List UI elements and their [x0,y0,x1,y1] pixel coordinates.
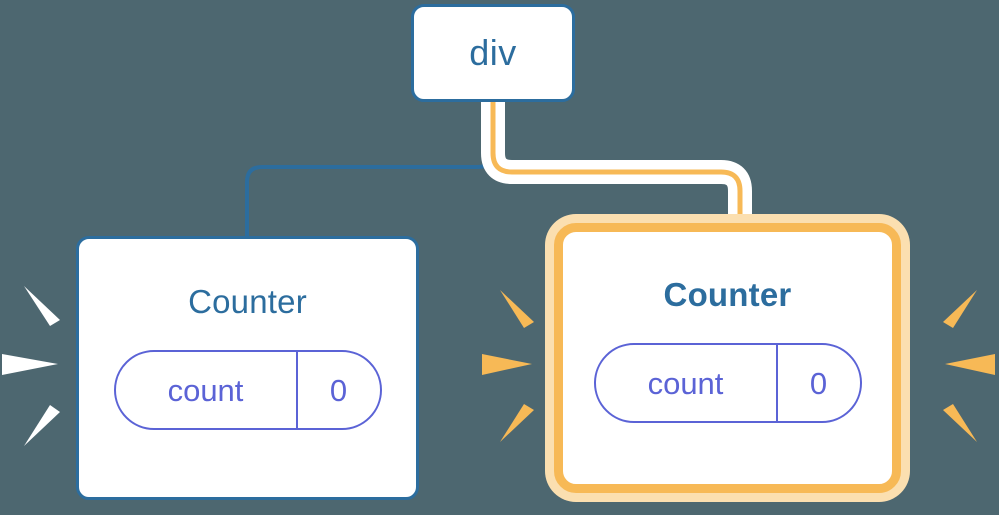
sparkle-left-of-counter-left [2,282,66,452]
node-counter-left[interactable]: Counter count 0 [76,236,419,500]
state-pill-counter-left: count 0 [113,350,382,430]
edge-div-to-counter-right-casing [481,100,752,232]
sparkle-ray-middle [2,354,58,375]
edge-div-to-counter-left [245,102,495,238]
state-pill-value: 0 [295,352,380,428]
node-counter-left-label: Counter [188,283,307,320]
sparkle-ray-upper [24,286,60,326]
node-div-label: div [469,32,517,73]
state-pill-key: count [647,365,724,401]
sparkle-ray-middle [482,354,532,375]
sparkle-ray-lower [500,404,534,442]
node-counter-right[interactable]: Counter count 0 [554,223,901,493]
sparkle-ray-lower [943,404,977,442]
edge-div-to-counter-right [490,100,743,232]
sparkle-ray-lower [24,405,60,446]
node-div[interactable]: div [411,4,575,102]
sparkle-ray-upper [943,290,977,328]
state-pill-value: 0 [775,345,860,421]
state-pill-counter-right: count 0 [593,343,862,423]
sparkle-ray-upper [500,290,534,328]
sparkle-ray-middle [945,354,995,375]
node-counter-right-label: Counter [663,276,792,313]
state-pill-key: count [167,372,244,408]
sparkle-right-of-counter-right [933,282,997,452]
sparkle-left-of-counter-right [482,282,546,452]
